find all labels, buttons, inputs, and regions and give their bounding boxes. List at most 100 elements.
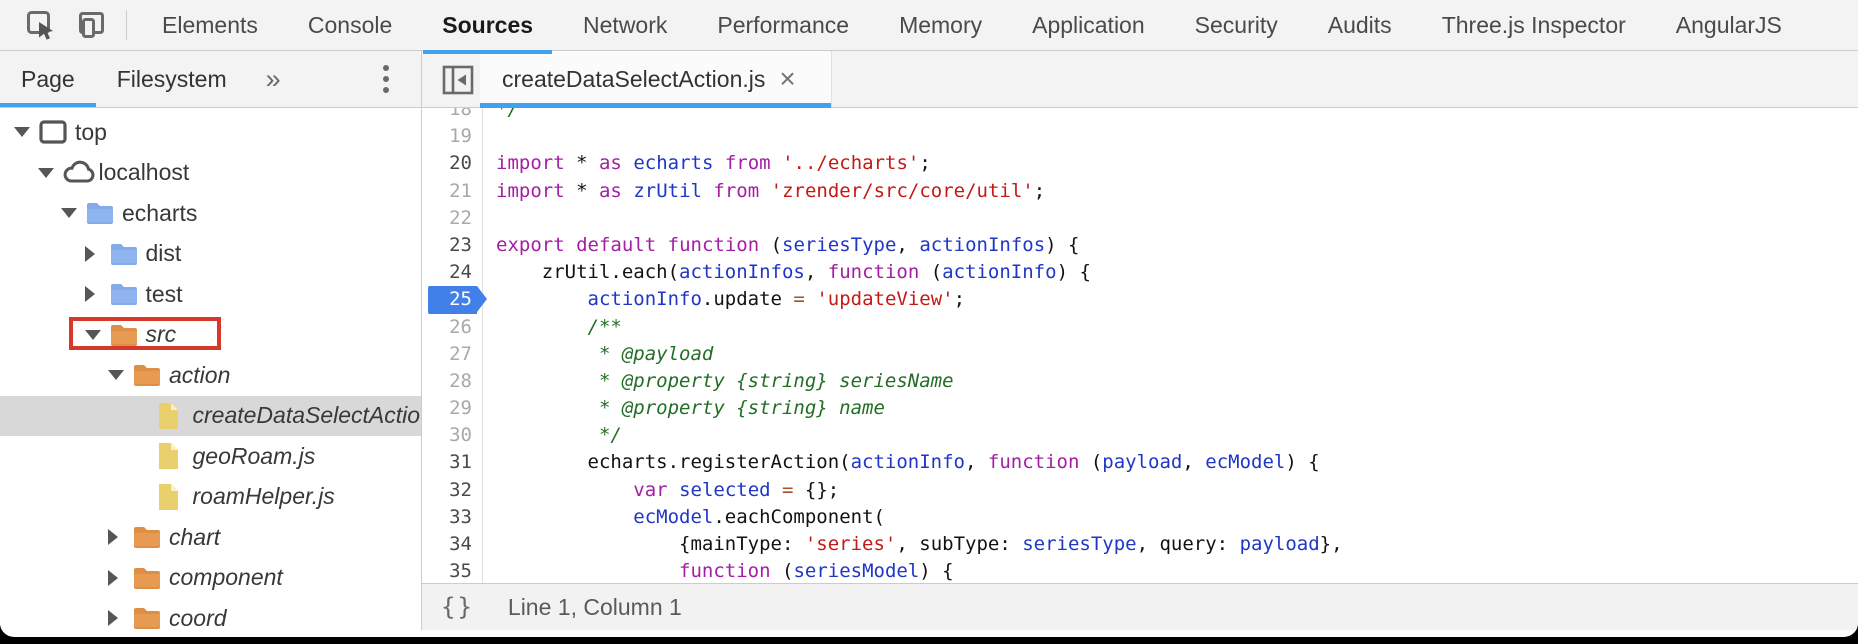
tab-memory[interactable]: Memory <box>899 11 983 38</box>
overflow-menu-icon[interactable] <box>383 60 389 98</box>
code-line-35[interactable]: 35 function (seriesModel) { <box>422 558 1858 583</box>
tree-item-dist[interactable]: dist <box>0 234 421 275</box>
code-line-text: actionInfo.update = 'updateView'; <box>587 288 966 311</box>
code-line-31[interactable]: 31 echarts.registerAction(actionInfo, fu… <box>422 449 1858 476</box>
disclosure-open-icon[interactable] <box>61 208 85 219</box>
tree-item-test[interactable]: test <box>0 274 421 315</box>
tree-item-label: action <box>169 361 231 388</box>
tab-page[interactable]: Page <box>0 51 96 107</box>
code-line-29[interactable]: 29 * @property {string} name <box>422 395 1858 422</box>
tree-item-component[interactable]: component <box>0 558 421 599</box>
code-line-text: echarts.registerAction(actionInfo, funct… <box>496 451 1320 474</box>
line-number-21[interactable]: 21 <box>449 179 472 202</box>
tree-item-label: coord <box>169 604 227 630</box>
code-line-text: export default function (seriesType, act… <box>496 233 1080 256</box>
code-line-30[interactable]: 30 */ <box>422 422 1858 449</box>
tree-item-action[interactable]: action <box>0 355 421 396</box>
disclosure-closed-icon[interactable] <box>108 569 132 586</box>
file-icon <box>156 401 193 431</box>
line-number-28[interactable]: 28 <box>449 369 472 392</box>
cursor-position-text: Line 1, Column 1 <box>507 593 682 620</box>
disclosure-closed-icon[interactable] <box>108 529 132 546</box>
close-tab-icon[interactable]: × <box>779 63 796 94</box>
code-line-28[interactable]: 28 * @property {string} seriesName <box>422 368 1858 395</box>
tab-three-js-inspector[interactable]: Three.js Inspector <box>1441 11 1626 38</box>
code-line-24[interactable]: 24 zrUtil.each(actionInfos, function (ac… <box>422 259 1858 286</box>
tab-sources[interactable]: Sources <box>417 0 558 54</box>
disclosure-closed-icon[interactable] <box>84 245 109 262</box>
folder-blue-icon <box>85 200 122 226</box>
tab-page-label: Page <box>21 65 75 92</box>
tree-item-coord[interactable]: coord <box>0 598 421 630</box>
line-number-22[interactable]: 22 <box>449 206 472 229</box>
inspect-element-icon[interactable] <box>24 8 58 42</box>
disclosure-open-icon[interactable] <box>84 329 109 340</box>
disclosure-closed-icon[interactable] <box>108 610 132 627</box>
code-line-22[interactable]: 22 <box>422 205 1858 232</box>
disclosure-open-icon[interactable] <box>37 167 62 178</box>
tab-network[interactable]: Network <box>583 11 668 38</box>
code-line-33[interactable]: 33 ecModel.eachComponent( <box>422 504 1858 531</box>
line-number-gutter[interactable] <box>422 108 483 583</box>
line-number-23[interactable]: 23 <box>449 233 472 256</box>
tree-item-top[interactable]: top <box>0 112 421 153</box>
code-line-27[interactable]: 27 * @payload <box>422 341 1858 368</box>
line-number-26[interactable]: 26 <box>449 315 472 338</box>
line-number-31[interactable]: 31 <box>449 451 472 474</box>
tab-console[interactable]: Console <box>307 11 393 38</box>
toolbar-separator <box>126 10 127 40</box>
more-tabs-chevron-icon[interactable]: » <box>265 63 281 94</box>
line-number-18[interactable]: 18 <box>449 108 472 120</box>
line-number-34[interactable]: 34 <box>449 533 472 555</box>
main-toolbar: Elements Console Sources Network Performance… <box>0 0 1858 54</box>
line-number-29[interactable]: 29 <box>449 397 472 420</box>
tab-performance[interactable]: Performance <box>717 11 850 38</box>
device-toolbar-icon[interactable] <box>74 8 108 42</box>
collapse-sidebar-icon[interactable] <box>442 65 474 95</box>
line-number-20[interactable]: 20 <box>449 152 472 175</box>
file-tab-createdataselectaction[interactable]: createDataSelectAction.js × <box>480 51 832 108</box>
tab-application[interactable]: Application <box>1032 11 1145 38</box>
tab-security[interactable]: Security <box>1194 11 1278 38</box>
tab-audits[interactable]: Audits <box>1327 11 1392 38</box>
code-line-text: */ <box>496 108 519 120</box>
tree-item-localhost[interactable]: localhost <box>0 153 421 194</box>
tab-elements[interactable]: Elements <box>162 11 258 38</box>
line-number-19[interactable]: 19 <box>449 125 472 148</box>
sidebar-editor-divider[interactable] <box>421 51 422 630</box>
folder-orange-icon <box>132 362 169 388</box>
tree-item-georoam-js[interactable]: geoRoam.js <box>0 436 421 477</box>
disclosure-open-icon[interactable] <box>14 127 38 138</box>
code-line-18[interactable]: 18 */ <box>422 108 1858 123</box>
breakpoint-badge-line-25[interactable]: 25 <box>428 286 487 314</box>
code-line-25[interactable]: 25 actionInfo.update = 'updateView'; <box>422 286 1858 314</box>
line-number-24[interactable]: 24 <box>449 261 472 284</box>
tab-filesystem[interactable]: Filesystem <box>96 51 248 107</box>
code-line-34[interactable]: 34 {mainType: 'series', subType: seriesT… <box>422 531 1858 558</box>
disclosure-open-icon[interactable] <box>108 370 132 381</box>
tree-item-src[interactable]: src <box>0 315 421 356</box>
tree-item-label: echarts <box>122 199 198 226</box>
tree-item-roamhelper-js[interactable]: roamHelper.js <box>0 477 421 518</box>
code-line-26[interactable]: 26 /** <box>422 314 1858 341</box>
code-line-32[interactable]: 32 var selected = {}; <box>422 477 1858 504</box>
line-number-32[interactable]: 32 <box>449 478 472 501</box>
line-number-30[interactable]: 30 <box>449 424 472 447</box>
tab-angularjs[interactable]: AngularJS <box>1675 11 1782 38</box>
tree-item-createdataselectactio[interactable]: createDataSelectActio <box>0 395 421 436</box>
cloud-icon <box>62 160 99 186</box>
line-number-33[interactable]: 33 <box>449 505 472 528</box>
code-line-23[interactable]: 23 export default function (seriesType, a… <box>422 232 1858 259</box>
code-line-text: * @property {string} name <box>496 397 885 420</box>
line-number-27[interactable]: 27 <box>449 342 472 365</box>
file-icon <box>156 441 193 471</box>
pretty-print-icon[interactable]: {} <box>441 593 474 621</box>
tree-item-echarts[interactable]: echarts <box>0 193 421 234</box>
line-number-35[interactable]: 35 <box>449 560 472 583</box>
code-line-19[interactable]: 19 <box>422 123 1858 150</box>
tree-item-chart[interactable]: chart <box>0 517 421 558</box>
disclosure-closed-icon[interactable] <box>84 286 109 303</box>
